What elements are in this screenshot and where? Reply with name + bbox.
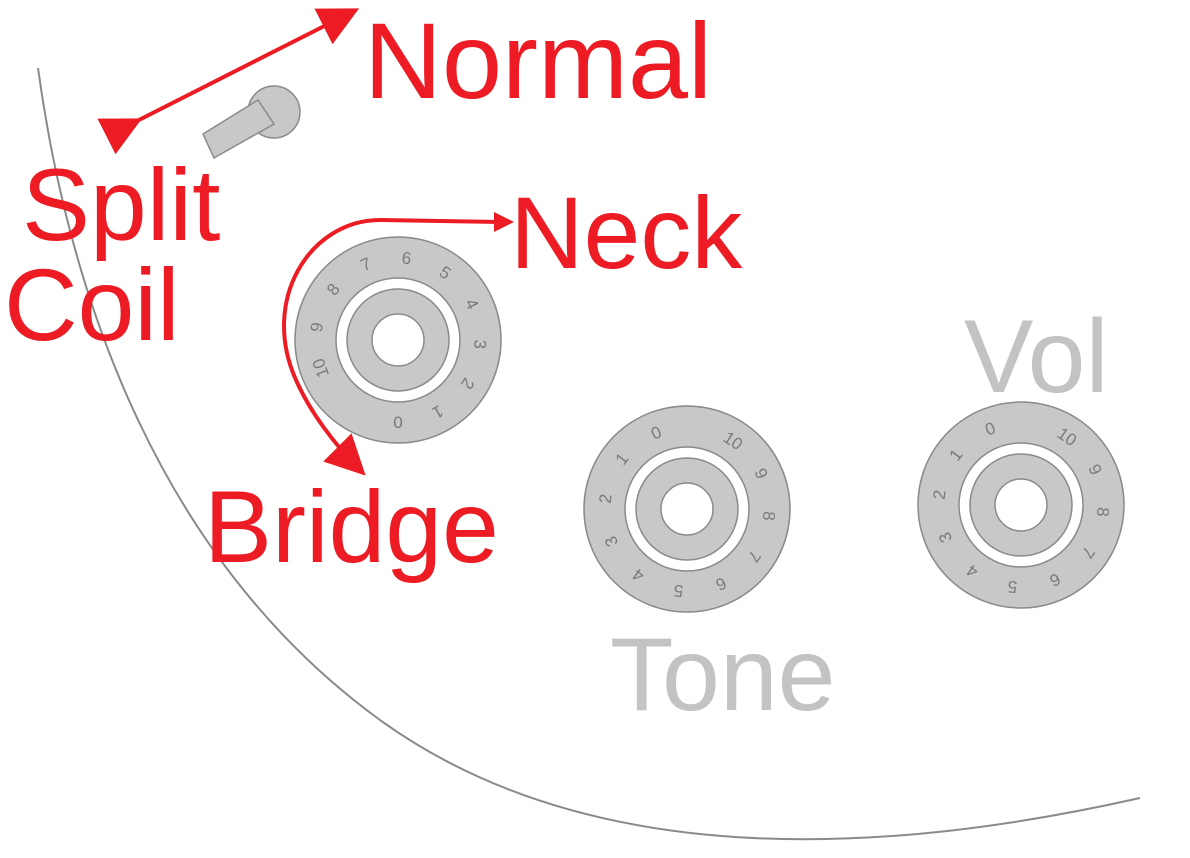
tone-label: Tone [610, 617, 836, 733]
knob-number: 2 [596, 493, 616, 505]
vol-label: Vol [964, 299, 1109, 415]
knob-number: 6 [401, 248, 412, 268]
normal-label: Normal [364, 0, 712, 121]
coil-label: Coil [4, 248, 180, 362]
knob-number: 5 [673, 581, 684, 601]
knob-center-hole [994, 478, 1048, 532]
knob-center-hole [371, 313, 425, 367]
knob-number: 8 [759, 510, 779, 521]
neck-arrowhead [494, 212, 514, 232]
knob-number: 8 [1093, 506, 1113, 517]
knob-number: 5 [1007, 577, 1018, 597]
bridge-label: Bridge [204, 470, 499, 584]
knob-number: 9 [307, 321, 327, 333]
knob-center-hole [660, 482, 714, 536]
knob-number: 0 [393, 413, 402, 432]
knob-number: 2 [930, 489, 950, 501]
knob-number: 3 [470, 339, 489, 349]
neck-label: Neck [510, 176, 743, 290]
split-label: Split [22, 148, 220, 262]
pickup-selector-arrow [282, 217, 501, 476]
guitar-body-outline [37, 67, 1141, 841]
switch-direction-arrow [97, 8, 360, 155]
